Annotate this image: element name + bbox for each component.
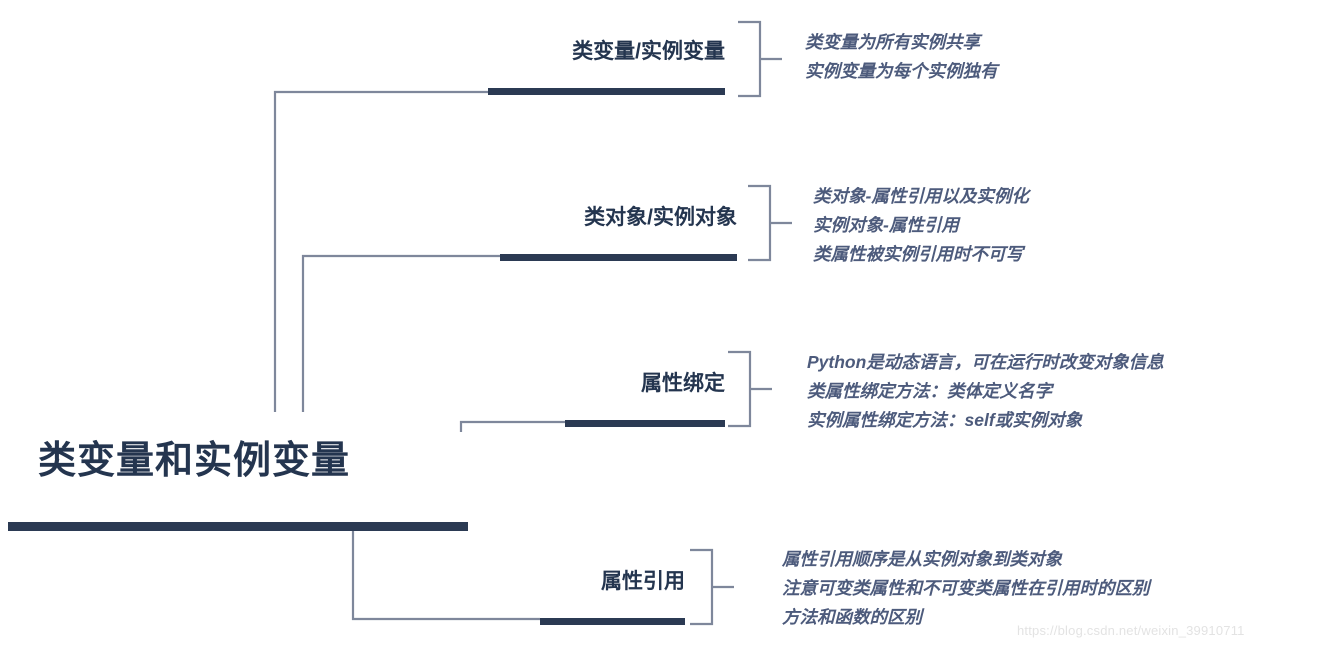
root-node[interactable]: 类变量和实例变量 (8, 440, 468, 531)
bracket-branch-1 (738, 20, 762, 98)
detail-line: 注意可变类属性和不可变类属性在引用时的区别 (782, 577, 1150, 598)
root-title: 类变量和实例变量 (38, 440, 351, 482)
branch-label: 属性引用 (601, 570, 685, 593)
detail-line: 类属性绑定方法：类体定义名字 (807, 380, 1052, 401)
branch-underline-bar (500, 254, 737, 261)
detail-line: 实例属性绑定方法：self或实例对象 (807, 409, 1083, 430)
branch-underline-bar (565, 420, 725, 427)
branch-details-attribute-binding: Python是动态语言，可在运行时改变对象信息 类属性绑定方法：类体定义名字 实… (807, 348, 1164, 435)
watermark-text: https://blog.csdn.net/weixin_39910711 (1017, 623, 1245, 638)
branch-label: 类变量/实例变量 (572, 40, 725, 63)
root-underline-bar (8, 522, 468, 531)
branch-node-attribute-reference[interactable]: 属性引用 (355, 570, 685, 625)
bracket-branch-4 (690, 548, 714, 626)
detail-line: Python是动态语言，可在运行时改变对象信息 (807, 352, 1164, 372)
detail-line: 类属性被实例引用时不可写 (813, 243, 1023, 264)
branch-node-attribute-binding[interactable]: 属性绑定 (380, 372, 725, 427)
detail-line: 类变量为所有实例共享 (805, 32, 980, 52)
connector-branch-3 (459, 420, 566, 432)
detail-line: 实例对象-属性引用 (813, 214, 959, 235)
connector-branch-1 (273, 90, 488, 412)
detail-line: 方法和函数的区别 (782, 606, 922, 627)
branch-underline-bar (488, 88, 725, 95)
detail-line: 实例变量为每个实例独有 (805, 60, 998, 81)
branch-details-attribute-reference: 属性引用顺序是从实例对象到类对象 注意可变类属性和不可变类属性在引用时的区别 方… (782, 545, 1150, 632)
branch-label: 类对象/实例对象 (584, 206, 737, 229)
detail-line: 类对象-属性引用以及实例化 (813, 186, 1029, 206)
branch-node-class-instance-object[interactable]: 类对象/实例对象 (312, 206, 737, 261)
detail-line: 属性引用顺序是从实例对象到类对象 (782, 549, 1062, 569)
branch-details-class-instance-object: 类对象-属性引用以及实例化 实例对象-属性引用 类属性被实例引用时不可写 (813, 182, 1029, 269)
bracket-branch-2 (748, 184, 772, 262)
bracket-branch-3 (728, 350, 752, 428)
branch-details-class-instance-variable: 类变量为所有实例共享 实例变量为每个实例独有 (805, 28, 998, 86)
branch-label: 属性绑定 (641, 372, 725, 395)
branch-underline-bar (540, 618, 685, 625)
branch-node-class-instance-variable[interactable]: 类变量/实例变量 (300, 40, 725, 95)
